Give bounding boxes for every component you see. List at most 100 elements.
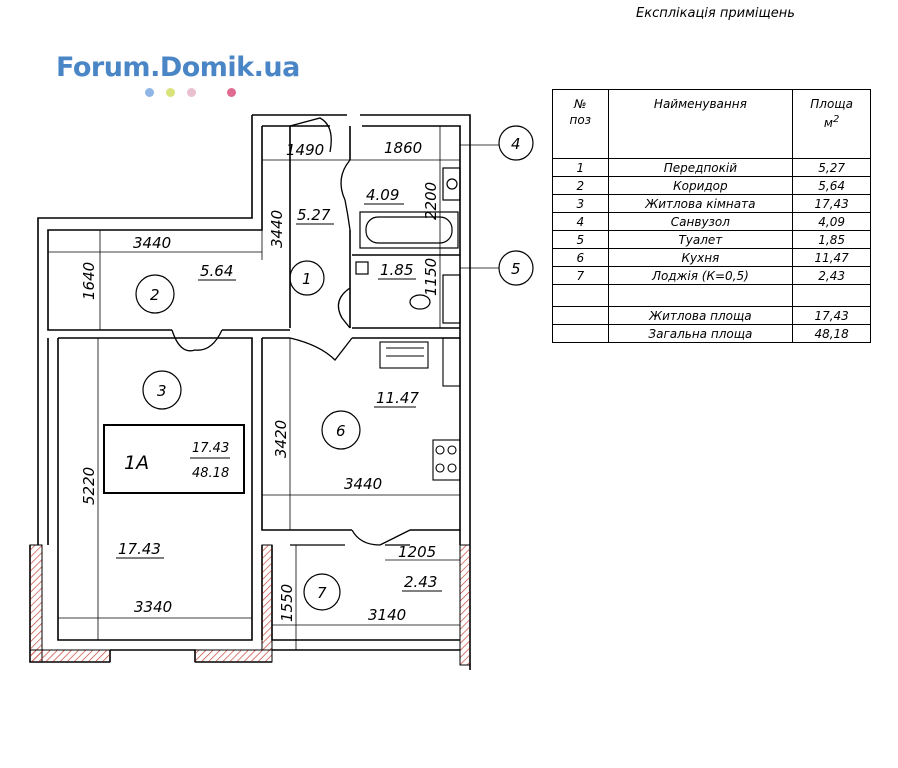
summary-empty-cell: [552, 306, 609, 325]
header-number: № поз: [552, 89, 609, 159]
row-name: Житлова кімната: [607, 194, 794, 213]
dot-4: [227, 88, 236, 97]
table-row-empty: [552, 284, 871, 307]
row-area: 11,47: [792, 248, 871, 267]
apartment-living-area: 17.43: [192, 441, 229, 456]
watermark-logo: Forum.Domik.ua: [56, 52, 300, 83]
room-area-3: 17.43: [118, 540, 161, 558]
header-num-symbol: №: [574, 97, 587, 111]
dot-2: [166, 88, 175, 97]
dim-3440-corridor: 3440: [133, 234, 171, 252]
table-row: 7 Лоджія (К=0,5) 2,43: [552, 266, 871, 285]
summary-name: Житлова площа: [607, 306, 794, 325]
callout-number-4: 4: [511, 135, 521, 153]
table-row: 6 Кухня 11,47: [552, 248, 871, 267]
room-number-2: 2: [150, 286, 160, 304]
room-number-3: 3: [157, 382, 167, 400]
row-name: Туалет: [607, 230, 794, 249]
room-circle-3: [142, 370, 182, 410]
room-circle-7: [303, 573, 341, 611]
row-area: 17,43: [792, 194, 871, 213]
room-area-2: 5.64: [200, 262, 233, 280]
dimension-lines: [48, 126, 502, 650]
dot-1: [145, 88, 154, 97]
row-empty-cell: [607, 284, 794, 307]
row-area: 5,64: [792, 176, 871, 195]
table-summary-row: Житлова площа 17,43: [552, 306, 871, 325]
room-area-4: 4.09: [366, 186, 399, 204]
table-header-row: № поз Найменування Площа м2: [552, 89, 871, 159]
summary-area: 48,18: [792, 324, 871, 343]
row-num: 7: [552, 266, 609, 285]
apartment-label: 1A: [124, 452, 149, 474]
header-area-label: Площа: [810, 97, 853, 111]
table-summary-row: Загальна площа 48,18: [552, 324, 871, 343]
callout-circle-5: [498, 250, 534, 286]
room-area-5: 1.85: [380, 261, 413, 279]
explication-title: Експлікація приміщень: [636, 6, 795, 21]
row-name: Лоджія (К=0,5): [607, 266, 794, 285]
row-area: 1,85: [792, 230, 871, 249]
dim-3340: 3340: [134, 598, 172, 616]
room-area-7: 2.43: [404, 573, 437, 591]
header-name: Найменування: [607, 89, 794, 159]
room-circle-2: [135, 274, 175, 314]
callouts: [135, 125, 534, 611]
dim-3420: 3420: [272, 420, 290, 458]
dim-1860: 1860: [384, 139, 422, 157]
dim-1150: 1150: [422, 258, 440, 296]
row-area: 4,09: [792, 212, 871, 231]
callout-circle-4: [498, 125, 534, 161]
dim-1205: 1205: [398, 543, 436, 561]
dim-3440-vertical: 3440: [268, 210, 286, 248]
summary-area: 17,43: [792, 306, 871, 325]
dim-3140: 3140: [368, 606, 406, 624]
explication-table: № поз Найменування Площа м2 1 Передпокій…: [552, 89, 871, 343]
row-num: 6: [552, 248, 609, 267]
header-pos: поз: [569, 113, 592, 127]
callout-number-5: 5: [511, 260, 521, 278]
table-row: 4 Санвузол 4,09: [552, 212, 871, 231]
row-num: 2: [552, 176, 609, 195]
apartment-box: [103, 424, 245, 494]
row-name: Передпокій: [607, 158, 794, 177]
loggia-walls: [29, 544, 471, 666]
row-num: 3: [552, 194, 609, 213]
row-num: 5: [552, 230, 609, 249]
doors: [171, 117, 411, 546]
table-row: 2 Коридор 5,64: [552, 176, 871, 195]
row-name: Кухня: [607, 248, 794, 267]
dim-3440-kitchen: 3440: [344, 475, 382, 493]
summary-name: Загальна площа: [607, 324, 794, 343]
row-num: 4: [552, 212, 609, 231]
room-number-7: 7: [317, 584, 327, 602]
dim-1550: 1550: [278, 584, 296, 622]
header-area-unit: м: [823, 116, 833, 130]
table-row: 3 Житлова кімната 17,43: [552, 194, 871, 213]
bathroom-fixtures: [355, 167, 461, 324]
room-area-1: 5.27: [297, 206, 331, 224]
room-circle-1: [289, 260, 325, 296]
row-area: 5,27: [792, 158, 871, 177]
row-empty-cell: [552, 284, 609, 307]
row-empty-cell: [792, 284, 871, 307]
room-number-6: 6: [336, 422, 346, 440]
dim-2200: 2200: [422, 182, 440, 220]
row-name: Санвузол: [607, 212, 794, 231]
room-circle-6: [321, 410, 361, 450]
apartment-total-area: 48.18: [192, 466, 229, 481]
header-area: Площа м2: [792, 89, 871, 159]
dot-3: [187, 88, 196, 97]
area-underlines: [116, 203, 442, 592]
row-area: 2,43: [792, 266, 871, 285]
kitchen-fixtures: [379, 337, 461, 481]
table-row: 5 Туалет 1,85: [552, 230, 871, 249]
table-row: 1 Передпокій 5,27: [552, 158, 871, 177]
row-num: 1: [552, 158, 609, 177]
room-number-1: 1: [302, 270, 312, 288]
row-name: Коридор: [607, 176, 794, 195]
header-area-sup: 2: [832, 114, 840, 125]
summary-empty-cell: [552, 324, 609, 343]
dim-1490: 1490: [286, 141, 324, 159]
